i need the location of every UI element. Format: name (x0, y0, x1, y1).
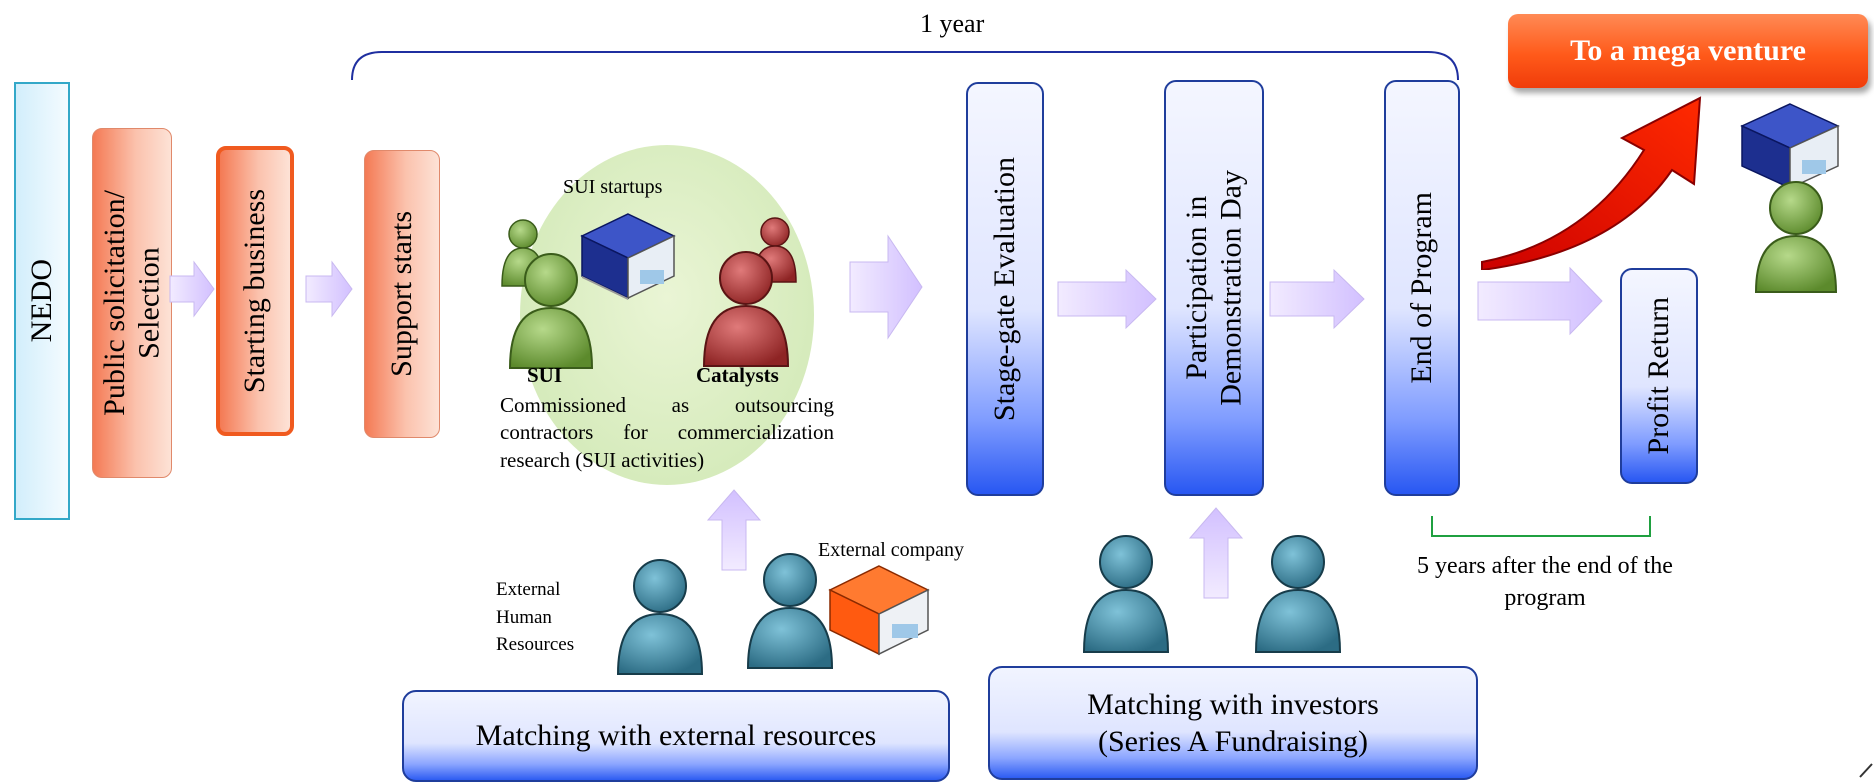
demonstration-day-label: Participation in Demonstration Day (1179, 170, 1248, 406)
external-company-label: External company (818, 539, 965, 561)
public-solicitation-box: Public solicitation/ Selection (92, 128, 172, 478)
demonstration-day-box: Participation in Demonstration Day (1164, 80, 1264, 496)
arrow-icon (706, 489, 762, 571)
stage-gate-evaluation-box: Stage-gate Evaluation (966, 82, 1044, 496)
person-icon (1254, 535, 1342, 653)
five-years-label: 5 years after the end of the program (1417, 553, 1673, 612)
starting-business-box: Starting business (216, 146, 294, 436)
arrow-icon (1269, 268, 1365, 330)
person-icon (1082, 535, 1170, 653)
timeline-label: 1 year (920, 9, 985, 38)
nedo-box: NEDO (14, 82, 70, 520)
oval-description: Commissioned as outsourcing contractors … (500, 393, 834, 472)
arrow-icon (169, 260, 215, 318)
mega-venture-label: To a mega venture (1570, 34, 1806, 67)
matching-investors-line2: (Series A Fundraising) (1098, 725, 1368, 758)
support-starts-label: Support starts (384, 211, 418, 377)
red-curved-arrow-icon (1481, 96, 1702, 270)
end-of-program-label: End of Program (1404, 192, 1438, 384)
matching-external-resources-label: Matching with external resources (475, 719, 877, 753)
external-human-resources-label: External Human Resources (496, 579, 575, 656)
matching-investors-line1: Matching with investors (1087, 687, 1379, 721)
mega-venture-box: To a mega venture (1508, 14, 1868, 88)
timeline-bracket (351, 51, 1459, 81)
support-starts-box: Support starts (364, 150, 440, 438)
person-icon (746, 553, 834, 669)
arrow-icon (849, 234, 923, 340)
matching-investors-box: Matching with investors (Series A Fundra… (988, 666, 1478, 780)
arrow-icon (305, 260, 353, 318)
arrow-icon (1188, 507, 1244, 599)
nedo-label: NEDO (24, 259, 58, 343)
end-of-program-box: End of Program (1384, 80, 1460, 496)
sui-person-icon (508, 253, 594, 369)
profit-return-box: Profit Return (1620, 268, 1698, 484)
sui-label: SUI (527, 363, 563, 387)
matching-external-resources-box: Matching with external resources (402, 690, 950, 782)
corner-mark (1859, 763, 1873, 778)
person-icon (501, 219, 545, 287)
building-icon (828, 565, 930, 656)
five-years-bracket (1431, 516, 1651, 537)
stage-gate-evaluation-label: Stage-gate Evaluation (987, 156, 1021, 422)
starting-business-label: Starting business (237, 188, 271, 394)
sui-startups-label: SUI startups (563, 176, 663, 198)
profit-return-label: Profit Return (1641, 297, 1675, 455)
public-solicitation-label: Public solicitation/ Selection (97, 190, 166, 416)
catalysts-label: Catalysts (696, 363, 779, 387)
person-icon (616, 559, 704, 675)
arrow-icon (1477, 266, 1603, 336)
building-icon (1740, 103, 1840, 190)
catalyst-person-icon (702, 251, 790, 367)
arrow-icon (1057, 268, 1157, 330)
building-icon (580, 213, 676, 300)
person-icon (1754, 181, 1838, 293)
